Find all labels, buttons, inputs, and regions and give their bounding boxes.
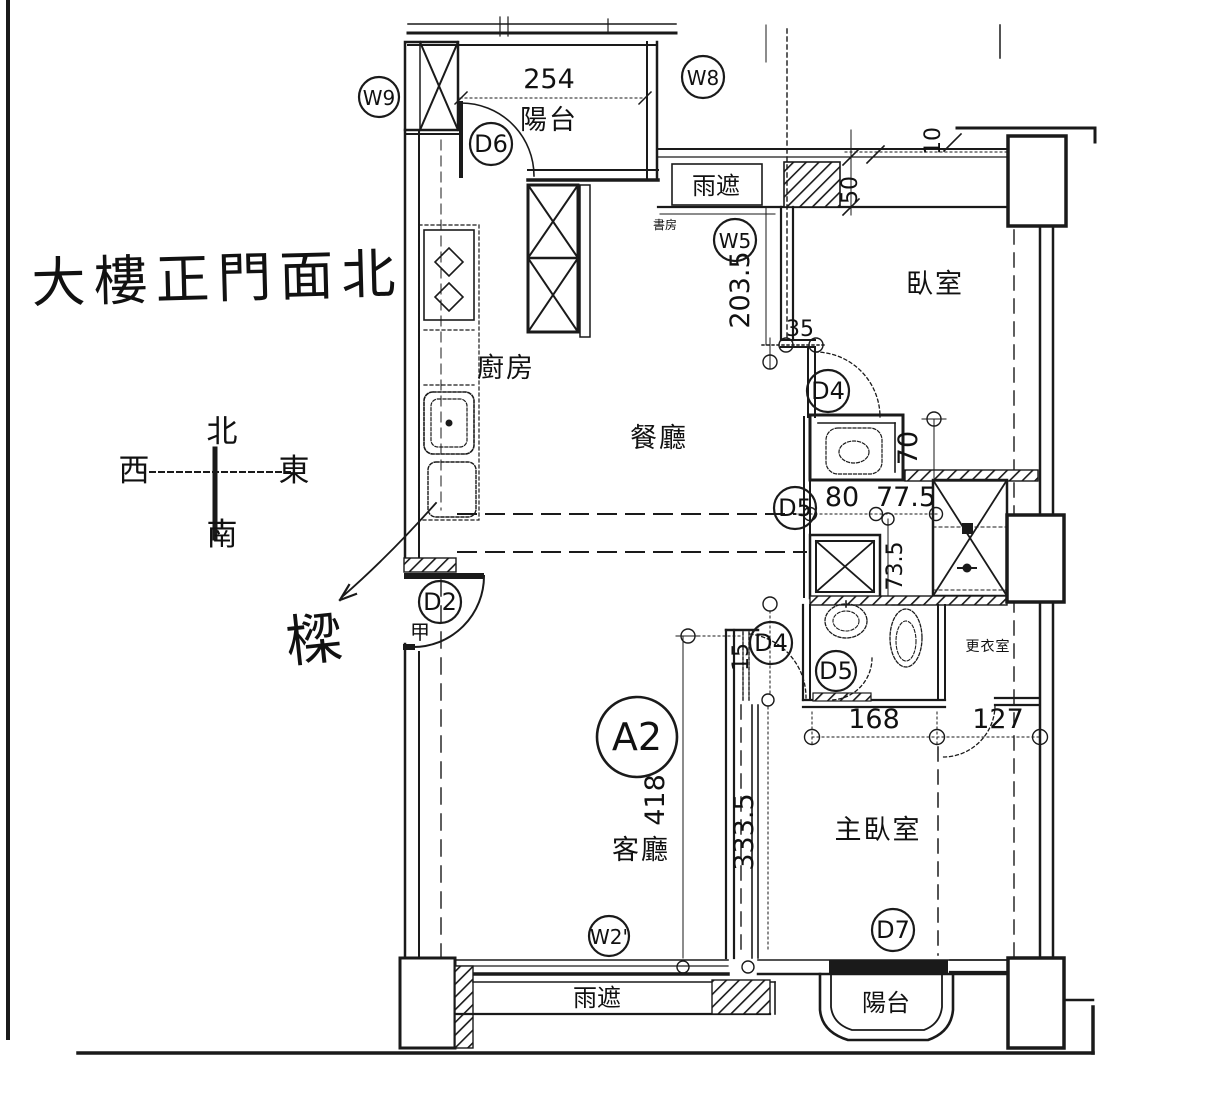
- dressing-room-structure: [937, 696, 1040, 956]
- dining-label: 餐廳: [630, 423, 688, 454]
- dim-wc-width: 80: [825, 482, 859, 513]
- dim-canopy-offset: 10: [921, 127, 946, 155]
- balcony-top-label: 陽台: [520, 105, 578, 136]
- door-tag-d5-bath: D5: [772, 485, 818, 531]
- bedroom-partition-wall: [779, 28, 816, 418]
- southwest-column: [398, 956, 474, 1050]
- kitchen-tall-cabinet: [526, 183, 591, 338]
- beam-arrow: [338, 501, 438, 602]
- window-tag-w5: W5: [712, 217, 758, 263]
- unit-tag-a2-label: A2: [612, 715, 662, 759]
- door-tag-d7: D7: [870, 907, 916, 953]
- dim-dressing-entry: 127: [972, 704, 1024, 735]
- wc-room: [808, 413, 1039, 482]
- door-tag-d5-master-bath-label: D5: [819, 657, 853, 685]
- dim-master-depth: 333.5: [729, 793, 760, 870]
- top-canopy: [656, 148, 1042, 215]
- sheet-border-lines: [6, 0, 1095, 1055]
- door-grade-label: 甲: [410, 620, 430, 644]
- dim-canopy-depth: 50: [838, 176, 863, 204]
- bottom-canopy: [453, 979, 776, 1016]
- door-d6: [459, 101, 535, 178]
- living-master-wall: [724, 628, 759, 960]
- door-tag-d2: D2: [417, 579, 463, 625]
- door-tag-d5-bath-label: D5: [778, 494, 812, 522]
- shower-stall: [809, 478, 1066, 606]
- window-tag-w2: W2': [587, 914, 631, 958]
- beam-note: 樑: [283, 605, 345, 675]
- dim-dining-depth: 203.5: [725, 251, 756, 328]
- window-tag-w9: W9: [357, 75, 401, 119]
- bottom-balcony-bay: [818, 972, 955, 1042]
- compass-west: 西: [119, 453, 150, 489]
- master-bath: [801, 600, 947, 709]
- door-tag-d5-master-bath: D5: [814, 649, 858, 693]
- dim-living-length: 418: [640, 774, 671, 826]
- door-tag-d7-label: D7: [876, 916, 910, 944]
- bedroom-label: 臥室: [906, 269, 964, 300]
- dim-balcony-width-line: [453, 90, 653, 106]
- compass-east: 東: [279, 453, 310, 489]
- dim-laundry-line: [881, 512, 895, 599]
- door-tag-d6: D6: [468, 121, 514, 167]
- compass-north: 北: [207, 414, 238, 450]
- window-w9: [403, 40, 460, 135]
- dim-canopy-offset-line: [765, 24, 1013, 165]
- top-balcony-walls: [406, 16, 678, 182]
- beam-lines: [457, 513, 807, 553]
- door-tag-d6-label: D6: [474, 130, 508, 158]
- compass-south: 南: [207, 517, 238, 553]
- door-tag-d4-hall: D4: [748, 620, 794, 666]
- southeast-column: [948, 956, 1095, 1050]
- dim-balcony-width: 254: [523, 64, 575, 95]
- canopy-top-label: 雨遮: [692, 172, 740, 200]
- unit-tag-a2: A2: [595, 695, 679, 779]
- window-w5-hardware: [761, 337, 827, 370]
- window-tag-w2-label: W2': [590, 925, 628, 949]
- dressing-room-label: 更衣室: [966, 638, 1011, 655]
- dim-wc-depth-line: [921, 411, 947, 479]
- handwritten-note: 大樓正門面北: [31, 242, 405, 315]
- dim-window-offset: 35: [786, 317, 814, 342]
- kitchen-left-wall: [403, 128, 442, 962]
- door-d2: [403, 557, 486, 650]
- labels: 陽台 廚房 餐廳 書房 臥室 客廳 主臥室 更衣室 陽台 雨遮 雨遮 254 2…: [31, 64, 1024, 1017]
- master-bedroom-label: 主臥室: [835, 815, 922, 846]
- dim-bath-width: 168: [848, 704, 900, 735]
- laundry-box: [808, 533, 882, 600]
- south-wall-window-w2: [403, 959, 1010, 976]
- door-tag-d4-hall-label: D4: [754, 629, 788, 657]
- window-tag-w5-label: W5: [719, 229, 752, 253]
- canopy-bottom-label: 雨遮: [573, 984, 621, 1012]
- kitchen-label: 廚房: [477, 353, 535, 384]
- window-tag-w8-label: W8: [687, 66, 720, 90]
- door-tag-d4-bedroom-label: D4: [811, 377, 845, 405]
- dim-bath-width-line: [803, 711, 1049, 746]
- dim-shower-width: 77.5: [876, 482, 936, 513]
- door-tag-d4-bedroom: D4: [805, 368, 851, 414]
- window-tag-w8: W8: [680, 54, 726, 100]
- living-label: 客廳: [612, 835, 670, 866]
- door-d4-bedroom: [814, 351, 881, 418]
- study-label: 書房: [653, 217, 677, 232]
- window-tag-w9-label: W9: [363, 86, 396, 110]
- balcony-bottom-label: 陽台: [862, 989, 910, 1017]
- kitchen-counter: [418, 224, 480, 521]
- dim-wc-depth: 70: [893, 431, 924, 465]
- compass: [149, 446, 291, 541]
- door-tag-d2-label: D2: [423, 588, 457, 616]
- door-d4-hall: [675, 596, 807, 707]
- dim-laundry-depth: 73.5: [883, 542, 908, 591]
